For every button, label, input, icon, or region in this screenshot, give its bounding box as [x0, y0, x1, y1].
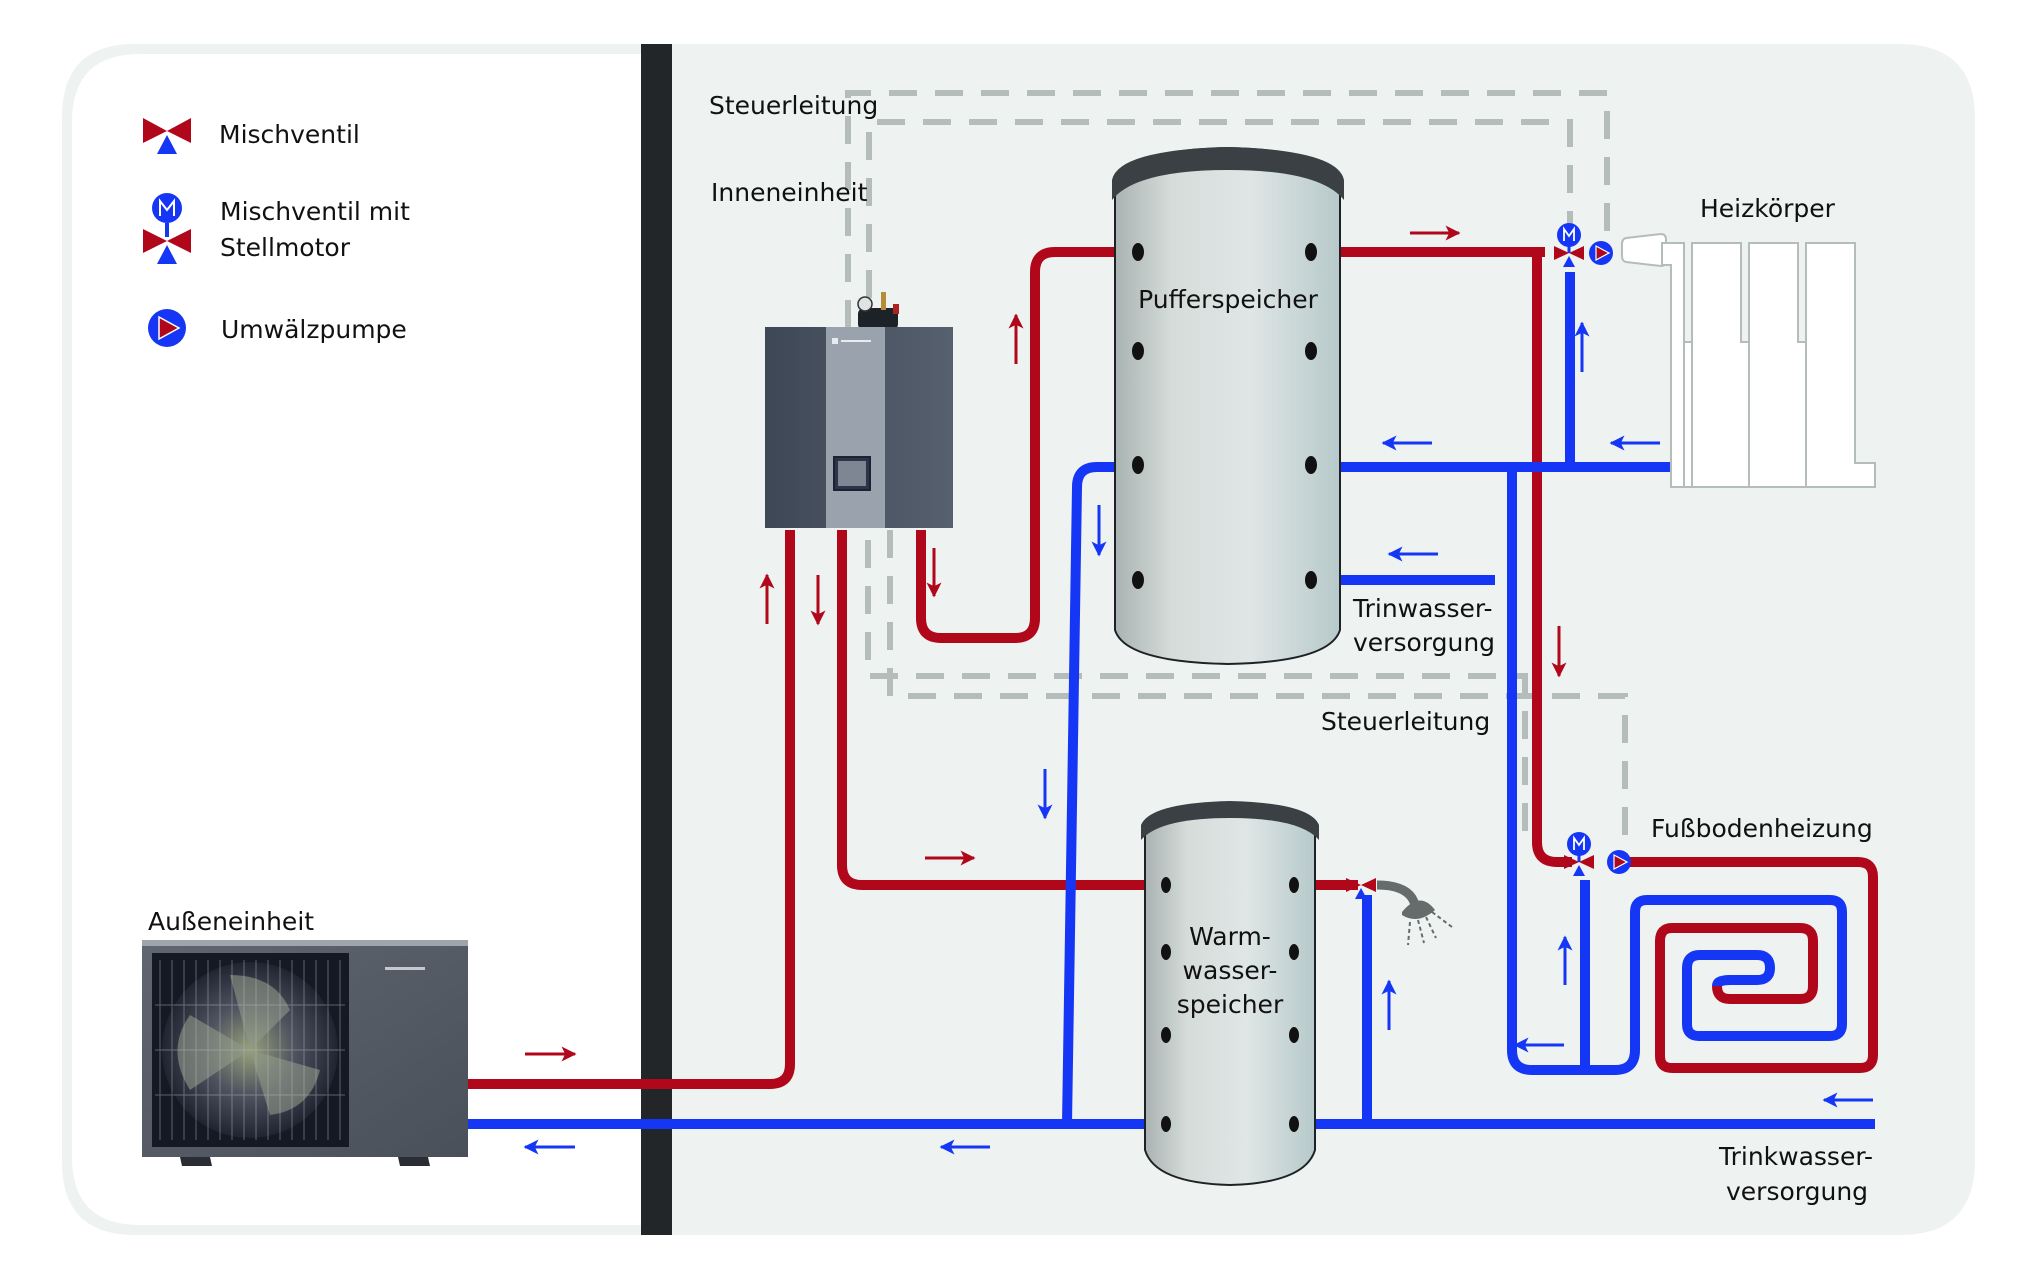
mixing-valve-icon: [143, 118, 191, 154]
flow-arrows: [523, 225, 1873, 1155]
hot-pipe-to-floor-valve: [1532, 252, 1572, 867]
hot-water-tank-label-line2: wasser-: [1183, 956, 1278, 985]
floor-heating-loop-hot: [1610, 857, 1878, 1073]
indoor-unit-label: Inneneinheit: [711, 178, 868, 207]
cold-pipe-buffer-return: [1062, 462, 1140, 1125]
indoor-unit-fittings: [857, 292, 899, 330]
legend: Mischventil Mischventil mit Stellmotor U…: [143, 118, 410, 347]
control-lines: [845, 90, 1628, 855]
hot-pipe-outdoor-supply: [467, 530, 795, 1089]
floor-heating-label: Fußbodenheizung: [1651, 814, 1873, 843]
drinking-water-lower-label-line1: Trinkwasser-: [1718, 1142, 1873, 1171]
drinking-water-upper-label-line1: Trinwasser-: [1352, 594, 1493, 623]
radiator-label: Heizkörper: [1700, 194, 1836, 223]
radiator-circulation-pump-icon: [1589, 241, 1613, 265]
buffer-tank: Pufferspeicher: [1112, 146, 1344, 666]
radiator-motorized-mixing-valve-icon: [1554, 223, 1584, 267]
motorized-mixing-valve-icon: [143, 193, 191, 264]
tank-connectors: [1132, 243, 1317, 589]
floor-motorized-mixing-valve-icon: [1564, 832, 1594, 876]
outdoor-panel: [62, 44, 645, 1235]
fan-grille: [155, 960, 345, 1140]
control-line-label-bottom: Steuerleitung: [1321, 707, 1490, 736]
floor-circulation-pump-icon: [1607, 850, 1631, 874]
hot-water-tank-label-line3: speicher: [1177, 990, 1284, 1019]
outdoor-unit-label: Außeneinheit: [148, 907, 314, 936]
shower-head-icon: [1376, 880, 1453, 946]
outdoor-unit: [142, 940, 468, 1166]
legend-label-mixing-valve: Mischventil: [219, 120, 360, 149]
hot-pipe-to-hot-water-tank: [837, 530, 1160, 890]
drinking-water-upper-label-line2: versorgung: [1353, 628, 1495, 657]
building-wall: [641, 44, 672, 1235]
legend-label-circulation-pump: Umwälzpumpe: [221, 315, 407, 344]
legend-label-motorized-valve-line1: Mischventil mit: [220, 197, 410, 226]
legend-label-motorized-valve-line2: Stellmotor: [220, 233, 351, 262]
buffer-tank-label: Pufferspeicher: [1138, 285, 1319, 314]
hot-water-tank: Warm- wasser- speicher: [1141, 801, 1319, 1187]
shower-mixing-valve-icon: [1346, 878, 1376, 899]
drinking-water-lower-label-line2: versorgung: [1726, 1177, 1868, 1206]
control-line-label-top: Steuerleitung: [709, 91, 878, 120]
radiator: [1621, 232, 1876, 488]
hot-water-tank-label-line1: Warm-: [1189, 922, 1271, 951]
floor-heating-loop-cold: [1507, 467, 1847, 1075]
brand-logo-icon: [832, 338, 871, 344]
hot-pipe-to-buffer: [916, 247, 1140, 643]
circulation-pump-icon: [148, 309, 186, 347]
indoor-unit: [765, 292, 953, 528]
